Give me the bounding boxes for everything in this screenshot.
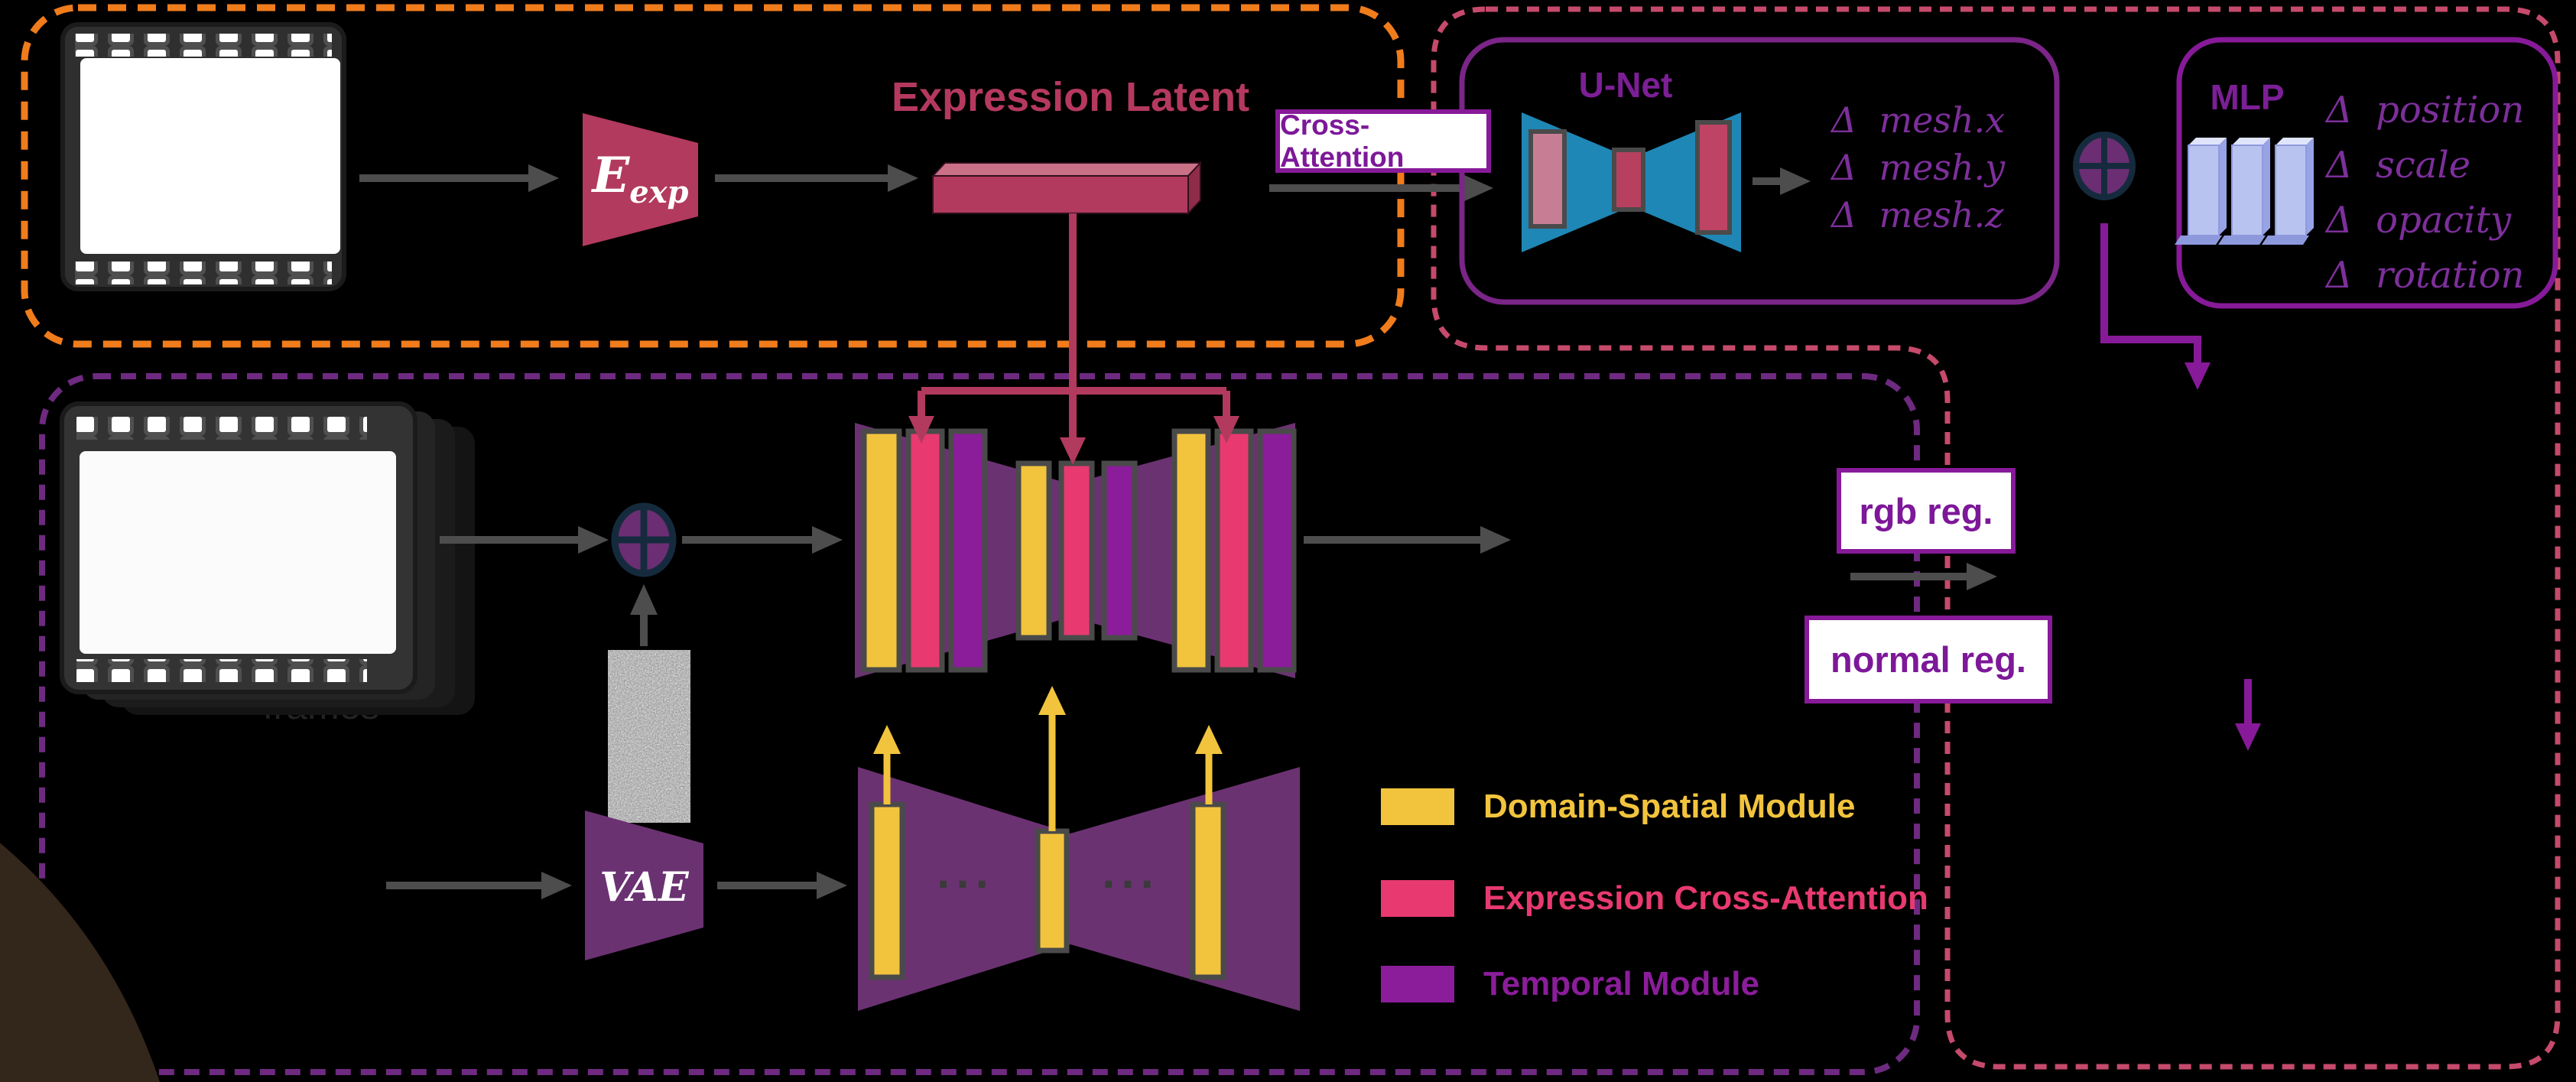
legend-swatch-pink	[1381, 880, 1454, 917]
normal-maps-filmstrip-icon	[60, 401, 475, 715]
gaussian-head-dashed-box	[1431, 6, 2561, 1070]
legend-label: Expression Cross-Attention	[1483, 879, 1928, 917]
encoder-label: Eexp	[583, 147, 698, 210]
expression-attn-bar	[905, 428, 945, 673]
mesh-delta-item: Δ mesh.y	[1831, 147, 2006, 188]
gaussian-delta-item: Δ opacity	[2326, 199, 2512, 242]
domain-spatial-bar	[861, 428, 902, 673]
plus-circle-icon	[611, 502, 677, 577]
mlp-box	[2176, 37, 2558, 309]
mlp-title: MLP	[2210, 77, 2285, 117]
expression-conditioning-arrows	[908, 213, 1239, 465]
diffusion-dashed-box	[39, 373, 1920, 1075]
mlp-bars-icon	[2175, 138, 2314, 245]
normal-reg-label: normal reg.	[1830, 639, 2026, 680]
domain-spatial-bar	[1035, 828, 1070, 954]
legend-item-domain-spatial: Domain-Spatial Module	[1381, 788, 1855, 826]
denoising-unet	[855, 423, 1297, 678]
expression-encoder-trapezoid	[583, 113, 698, 246]
legend-item-temporal: Temporal Module	[1381, 965, 1759, 1003]
gaussian-delta-item: Δ position	[2326, 89, 2525, 132]
temporal-bar	[948, 428, 988, 673]
flow-arrows-gray	[359, 164, 1997, 899]
expression-latent-tensor	[931, 161, 1203, 216]
temporal-bar	[1101, 460, 1138, 641]
arrow-deltas-to-head	[2100, 223, 2211, 390]
legend-item-expression-attn: Expression Cross-Attention	[1381, 879, 1928, 918]
expression-attn-bar	[1214, 428, 1254, 673]
mesh-delta-list: Δ mesh.x Δ mesh.y Δ mesh.z	[1831, 96, 2005, 239]
legend-swatch-purple	[1381, 966, 1454, 1002]
unet-icon	[1522, 112, 1741, 252]
cross-attention-label: Cross-Attention	[1280, 109, 1405, 173]
domain-spatial-bar	[869, 801, 905, 980]
vae-label: VAE	[599, 864, 689, 911]
mesh-delta-item: Δ mesh.x	[1831, 99, 2006, 141]
gaussian-delta-item: Δ scale	[2326, 144, 2471, 187]
gaussian-delta-item: Δ rotation	[2326, 254, 2525, 297]
plus-circle-icon	[2073, 132, 2136, 200]
gaussian-delta-list: Δ position Δ scale Δ opacity Δ rotation	[2326, 83, 2524, 303]
domain-spatial-bar	[1171, 428, 1211, 673]
unet-title: U-Net	[1578, 65, 1673, 105]
cross-attention-box: Cross-Attention	[1275, 109, 1491, 173]
legend-swatch-yellow	[1381, 788, 1454, 825]
legend-label: Temporal Module	[1483, 965, 1759, 1002]
rgb-reg-box: rgb reg.	[1837, 468, 2016, 554]
ellipsis: ...	[1102, 846, 1160, 898]
domain-spatial-bar	[1190, 801, 1226, 980]
legend-label: Domain-Spatial Module	[1483, 788, 1856, 825]
input-video-frames	[1543, 192, 2576, 1082]
input-video-filmstrip-icon	[60, 22, 2576, 1082]
spatial-injection-arrows	[873, 686, 1223, 831]
expression-encoder-dashed-box	[21, 4, 1405, 348]
encoder-label-sub: exp	[629, 174, 689, 210]
encoder-label-main: E	[592, 147, 630, 204]
domain-spatial-bar	[1015, 460, 1052, 641]
temporal-bar	[1257, 428, 1297, 673]
vae-trapezoid	[585, 811, 703, 960]
normal-reg-box: normal reg.	[1804, 616, 2052, 703]
rgb-reg-label: rgb reg.	[1859, 490, 1993, 531]
gaussian-routing-arrows	[2100, 223, 2261, 751]
ellipsis: ...	[937, 846, 995, 898]
expression-latent-title: Expression Latent	[891, 74, 1250, 120]
expression-attn-bar	[1058, 460, 1095, 641]
noise-patch	[608, 650, 690, 823]
mesh-delta-item: Δ mesh.z	[1831, 194, 2004, 236]
